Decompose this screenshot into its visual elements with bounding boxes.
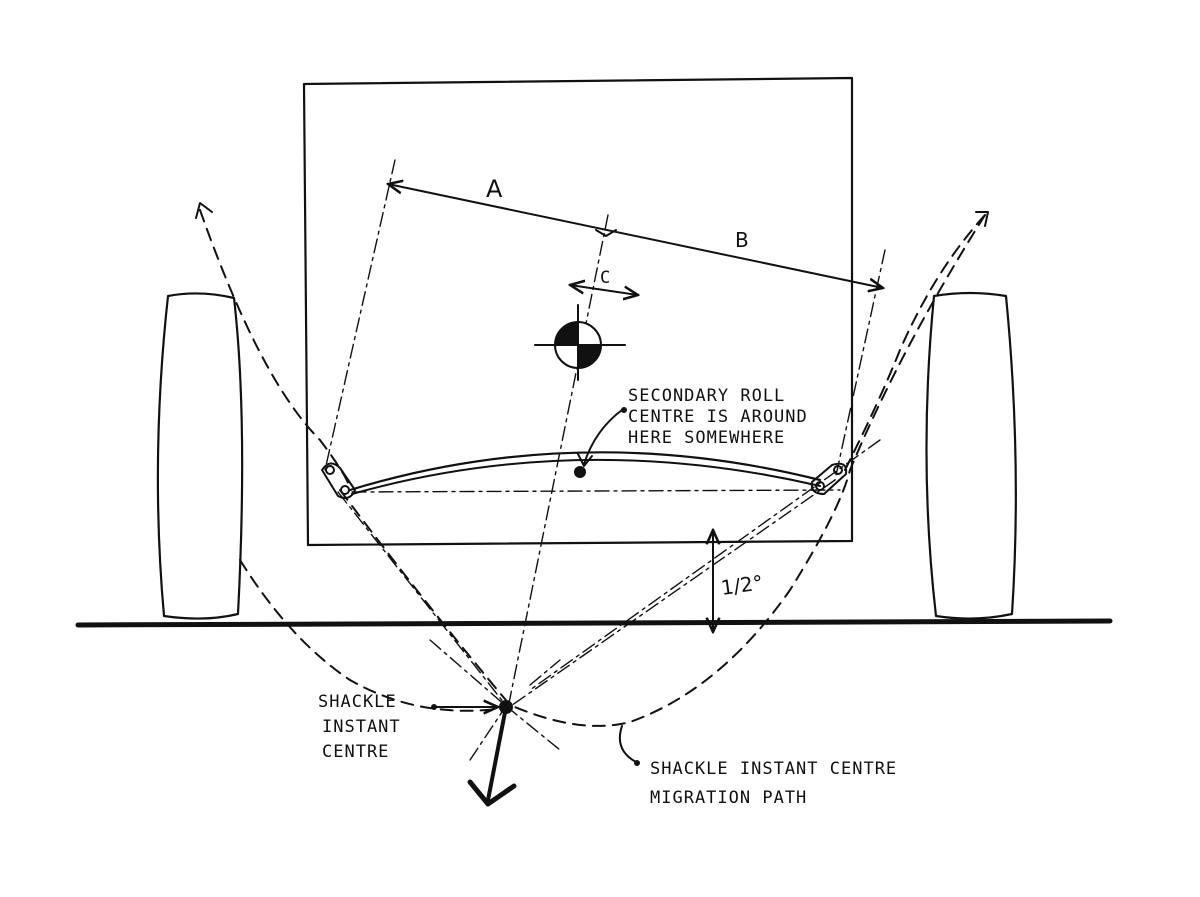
roll-centre-leader-start — [621, 407, 627, 413]
force-arrowhead — [467, 779, 517, 807]
right-arc-arrowhead — [975, 211, 989, 227]
migration-path-leader-start — [634, 760, 640, 766]
migration-path-label-line2: MIGRATION PATH — [650, 788, 807, 808]
left-shackle — [321, 462, 356, 499]
label-a: A — [486, 175, 503, 203]
label-c: C — [600, 268, 611, 288]
shackle-centre-label-line3: CENTRE — [322, 742, 389, 762]
right-shackle — [810, 462, 848, 495]
vehicle-body — [302, 76, 854, 547]
roll-centre-leader — [583, 409, 623, 465]
secondary-roll-centre-dot — [574, 466, 586, 478]
dimension-line-c — [570, 285, 638, 295]
right-tyre — [925, 291, 1017, 620]
shackle-centre-label-line1: SHACKLE — [318, 692, 397, 712]
roll-centre-label-line2: CENTRE IS AROUND — [628, 407, 808, 427]
roll-centre-label-line3: HERE SOMEWHERE — [628, 428, 785, 448]
shackle-centre-leader-start — [431, 704, 437, 710]
leaf-spring — [348, 451, 822, 492]
force-arrow — [486, 705, 508, 802]
label-b: B — [735, 228, 749, 252]
migration-path-label-line1: SHACKLE INSTANT CENTRE — [650, 759, 897, 779]
centre-of-gravity-symbol — [534, 304, 626, 381]
label-half-degree: 1/2° — [719, 570, 764, 600]
roll-centre-leader-arrow — [577, 453, 593, 467]
dimension-line-ab — [388, 184, 883, 288]
migration-path-leader — [618, 725, 637, 763]
roll-centre-label-line1: SECONDARY ROLL — [628, 386, 785, 406]
left-tyre — [156, 292, 244, 620]
migration-path — [339, 214, 986, 727]
left-arc-dashed — [199, 209, 351, 491]
left-lower-arc — [239, 559, 506, 712]
ground-line — [75, 618, 1113, 628]
dimension-tick-mid — [595, 229, 617, 237]
left-arc-arrowhead — [195, 202, 213, 219]
leaf-spring-lower — [351, 458, 821, 495]
right-upper-arc — [844, 214, 986, 471]
shackle-centre-label-line2: INSTANT — [322, 717, 401, 737]
